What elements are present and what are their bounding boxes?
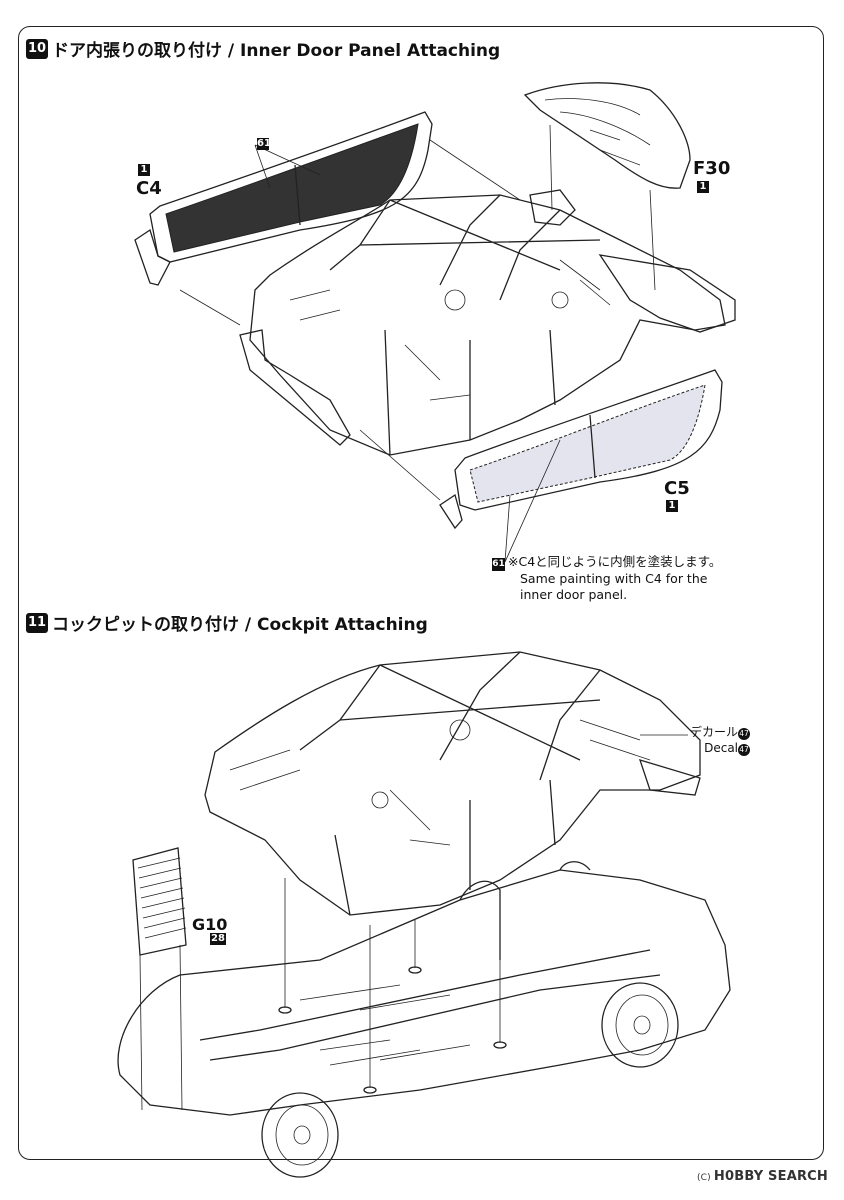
f30-rear-tray — [523, 82, 691, 189]
step11-number: 11 — [26, 612, 48, 633]
g10-label: G10 — [192, 915, 228, 934]
note-paint-code: 61 — [492, 558, 505, 571]
chassis — [117, 861, 731, 1178]
step10-header: 10 ドア内張りの取り付け / Inner Door Panel Attachi… — [26, 36, 500, 61]
step10-number: 10 — [26, 38, 48, 59]
c4-sprue-number: 1 — [138, 164, 150, 176]
c4-paint-code: 61 — [257, 138, 271, 150]
watermark: (C)H0BBY SEARCH — [697, 1169, 828, 1184]
f30-sprue-number: 1 — [697, 181, 709, 193]
decal-number-1: 47 — [738, 728, 751, 740]
decal-callout: デカール47 Decal47 — [690, 724, 751, 756]
watermark-text: H0BBY SEARCH — [713, 1169, 828, 1184]
f30-label: F30 — [693, 158, 731, 179]
step10-title: ドア内張りの取り付け / Inner Door Panel Attaching — [52, 41, 501, 61]
step11-title: コックピットの取り付け / Cockpit Attaching — [52, 615, 428, 635]
step11-header: 11 コックピットの取り付け / Cockpit Attaching — [26, 610, 428, 635]
decal-en: Decal — [704, 741, 739, 755]
c4-label: C4 — [136, 178, 162, 199]
decal-number-2: 47 — [738, 744, 751, 756]
watermark-copyright: (C) — [696, 1173, 711, 1183]
step10-body-shell — [239, 189, 736, 456]
g10-grille — [132, 847, 187, 956]
decal-jp: デカール — [690, 725, 739, 739]
c5-door-panel — [439, 369, 723, 530]
c5-label: C5 — [664, 478, 690, 499]
step11-body-shell — [204, 651, 701, 916]
c5-sprue-number: 1 — [666, 500, 678, 512]
page-frame — [18, 26, 824, 1160]
note-jp: ※C4と同じように内側を塗装します。 — [508, 554, 722, 569]
c5-paint-note: 61※C4と同じように内側を塗装します。 Same painting with … — [492, 554, 721, 603]
c4-door-panel — [134, 111, 433, 286]
note-en-1: Same painting with C4 for the — [520, 571, 708, 586]
note-en-2: inner door panel. — [520, 587, 628, 602]
g10-paint-code: 28 — [210, 933, 226, 945]
